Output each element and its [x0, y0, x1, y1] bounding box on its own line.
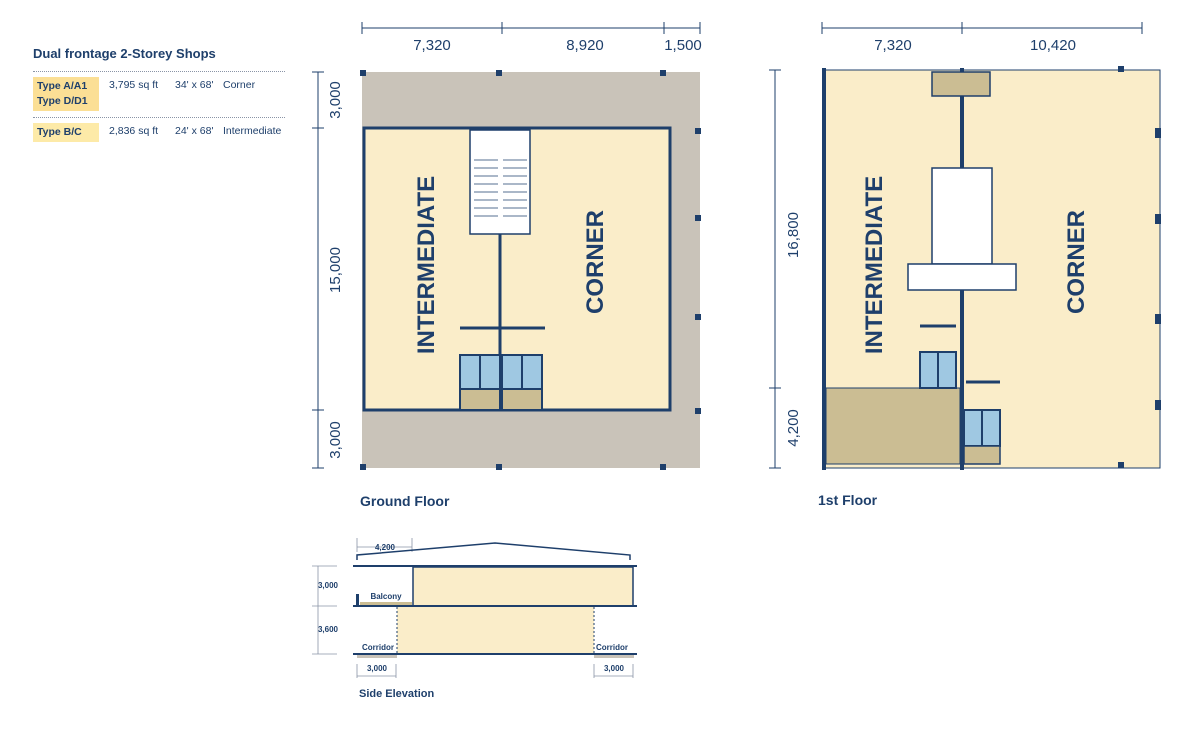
- dim-label: 3,000: [367, 664, 388, 673]
- area: 2,836 sq ft: [109, 125, 159, 137]
- columns: [1118, 66, 1161, 468]
- dim-label: 7,320: [413, 37, 451, 54]
- dim-label: 7,320: [874, 37, 912, 54]
- store-rooms: [459, 388, 543, 411]
- top-store: [931, 71, 991, 97]
- size: 24' x 68': [175, 125, 214, 137]
- upper-floor: [412, 566, 634, 607]
- dim-label: 10,420: [1030, 37, 1076, 54]
- balcony-area: [825, 387, 961, 465]
- unit-label-corner: CORNER: [582, 210, 609, 314]
- staircase: [469, 129, 531, 235]
- area: 3,795 sq ft: [109, 79, 159, 91]
- dim-label: 1,500: [664, 37, 702, 54]
- dim-label: 3,600: [318, 625, 339, 634]
- size: 34' x 68': [175, 79, 214, 91]
- toilets: [459, 354, 543, 390]
- first-floor-plan: 7,320 10,420 16,800 4,200 INTERMEDIATE C…: [769, 22, 1161, 508]
- landing: [907, 263, 1017, 291]
- balcony-label: Balcony: [370, 592, 402, 601]
- ground-side-dimension-line: [312, 71, 324, 469]
- ground-floor-caption: Ground Floor: [360, 493, 450, 509]
- side-elevation-caption: Side Elevation: [359, 688, 434, 700]
- legend-row-intermediate: Type B/C 2,836 sq ft 24' x 68' Intermedi…: [33, 117, 285, 148]
- type-label: Type D/D1: [37, 95, 88, 107]
- elevation-dimension-lines: [312, 538, 634, 678]
- position: Intermediate: [223, 125, 282, 137]
- unit-label-intermediate: INTERMEDIATE: [413, 176, 440, 354]
- first-floor-caption: 1st Floor: [818, 492, 878, 508]
- corridor-label: Corridor: [596, 643, 628, 652]
- type-label: Type A/A1: [37, 80, 88, 92]
- staircase: [931, 167, 993, 265]
- side-elevation: 4,200 3,000 3,600 3,000 3,000 Balcony Co…: [312, 538, 637, 700]
- dim-label: 3,000: [604, 664, 625, 673]
- position: Corner: [223, 79, 256, 91]
- roof: [356, 542, 631, 560]
- ground-top-dimension-line: [361, 22, 701, 34]
- dim-label: 4,200: [375, 543, 396, 552]
- dim-label: 3,000: [327, 421, 344, 459]
- corridor-label: Corridor: [362, 643, 394, 652]
- unit-label-corner: CORNER: [1063, 210, 1090, 314]
- dim-label: 4,200: [785, 409, 802, 447]
- first-side-dimension-line: [769, 69, 781, 469]
- unit-label-intermediate: INTERMEDIATE: [861, 176, 888, 354]
- dim-label: 15,000: [327, 247, 344, 293]
- first-top-dimension-line: [821, 22, 1143, 34]
- dim-label: 16,800: [785, 212, 802, 258]
- stair-treads: [474, 159, 527, 217]
- type-badge: Type B/C: [33, 123, 99, 142]
- dim-label: 3,000: [327, 81, 344, 119]
- columns: [360, 70, 701, 470]
- type-label: Type B/C: [37, 126, 82, 138]
- lower-floor: [397, 607, 594, 654]
- toilets: [919, 351, 1001, 447]
- dim-label: 8,920: [566, 37, 604, 54]
- legend-title: Dual frontage 2-Storey Shops: [33, 46, 216, 61]
- dim-label: 3,000: [318, 581, 339, 590]
- ground-floor-plan: 7,320 8,920 1,500 3,000 15,000 3,000: [312, 22, 702, 509]
